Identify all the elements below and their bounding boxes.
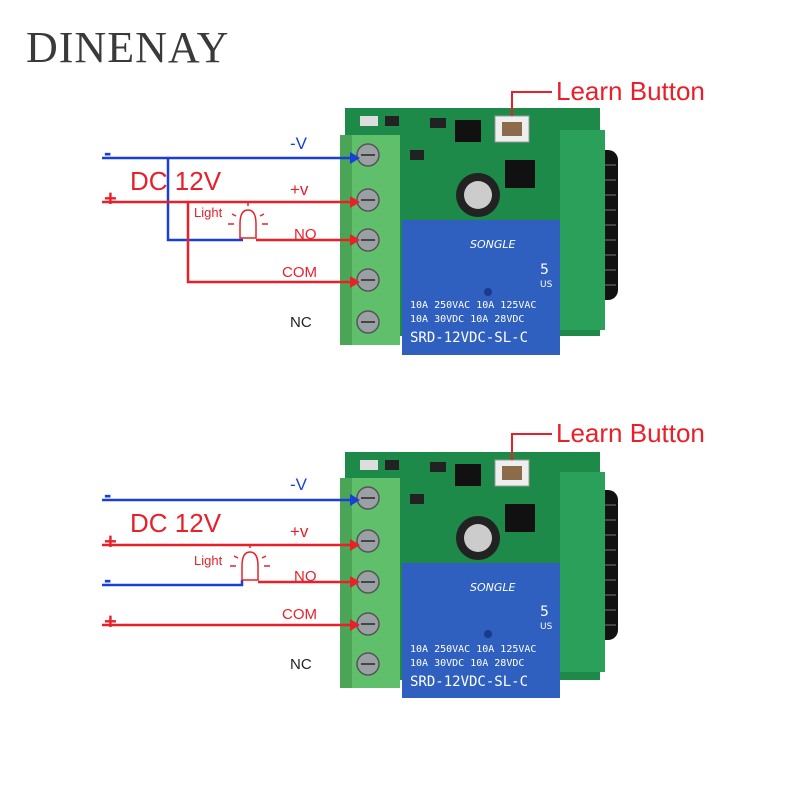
dc-voltage-label-2: DC 12V xyxy=(130,508,222,538)
terminal-nc-label-2: NC xyxy=(290,656,312,673)
relay-brand-1: SONGLE xyxy=(470,238,516,251)
plus-sign-1: + xyxy=(104,186,117,211)
learn-button-label-2: Learn Button xyxy=(556,418,705,448)
wires-2 xyxy=(102,498,350,627)
wires-1 xyxy=(102,156,350,284)
relay-2 xyxy=(402,563,560,698)
light-label-2: Light xyxy=(194,553,223,568)
dc-voltage-label-1: DC 12V xyxy=(130,166,222,196)
plus-sign-2b: + xyxy=(104,609,117,634)
terminal-pos-v-label-1: +v xyxy=(290,180,309,199)
relay-pin-count-2: 5 xyxy=(540,604,549,620)
relay-pin-count-1: 5 xyxy=(540,262,549,278)
light-bulb-2 xyxy=(230,544,270,581)
terminal-neg-v-label-1: -V xyxy=(290,134,307,153)
terminal-no-label-2: NO xyxy=(294,568,317,585)
relay-model-2: SRD-12VDC-SL-C xyxy=(410,674,529,690)
module-2 xyxy=(102,433,618,698)
terminal-com-label-2: COM xyxy=(282,606,317,623)
minus-sign-2a: - xyxy=(104,482,112,507)
brand-logo: DINENAY xyxy=(26,23,230,72)
light-bulb-1 xyxy=(228,202,268,239)
relay-model-1: SRD-12VDC-SL-C xyxy=(410,330,529,346)
relay-cert-1: US xyxy=(540,280,553,290)
relay-spec-line1-2: 10A 250VAC 10A 125VAC xyxy=(410,644,537,655)
relay-spec-line2-2: 10A 30VDC 10A 28VDC xyxy=(410,658,525,669)
module-1 xyxy=(102,91,618,355)
terminal-com-label-1: COM xyxy=(282,264,317,281)
plus-sign-2a: + xyxy=(104,529,117,554)
relay-spec-line2-1: 10A 30VDC 10A 28VDC xyxy=(410,314,525,325)
relay-1 xyxy=(402,220,560,355)
terminal-nc-label-1: NC xyxy=(290,314,312,331)
terminal-neg-v-label-2: -V xyxy=(290,475,307,494)
light-label-1: Light xyxy=(194,205,223,220)
terminal-no-label-1: NO xyxy=(294,226,317,243)
relay-spec-line1-1: 10A 250VAC 10A 125VAC xyxy=(410,300,537,311)
learn-button-label-1: Learn Button xyxy=(556,76,705,106)
terminal-pos-v-label-2: +v xyxy=(290,522,309,541)
minus-sign-2b: - xyxy=(104,567,112,592)
minus-sign-1: - xyxy=(104,140,112,165)
relay-brand-2: SONGLE xyxy=(470,581,516,594)
relay-cert-2: US xyxy=(540,622,553,632)
